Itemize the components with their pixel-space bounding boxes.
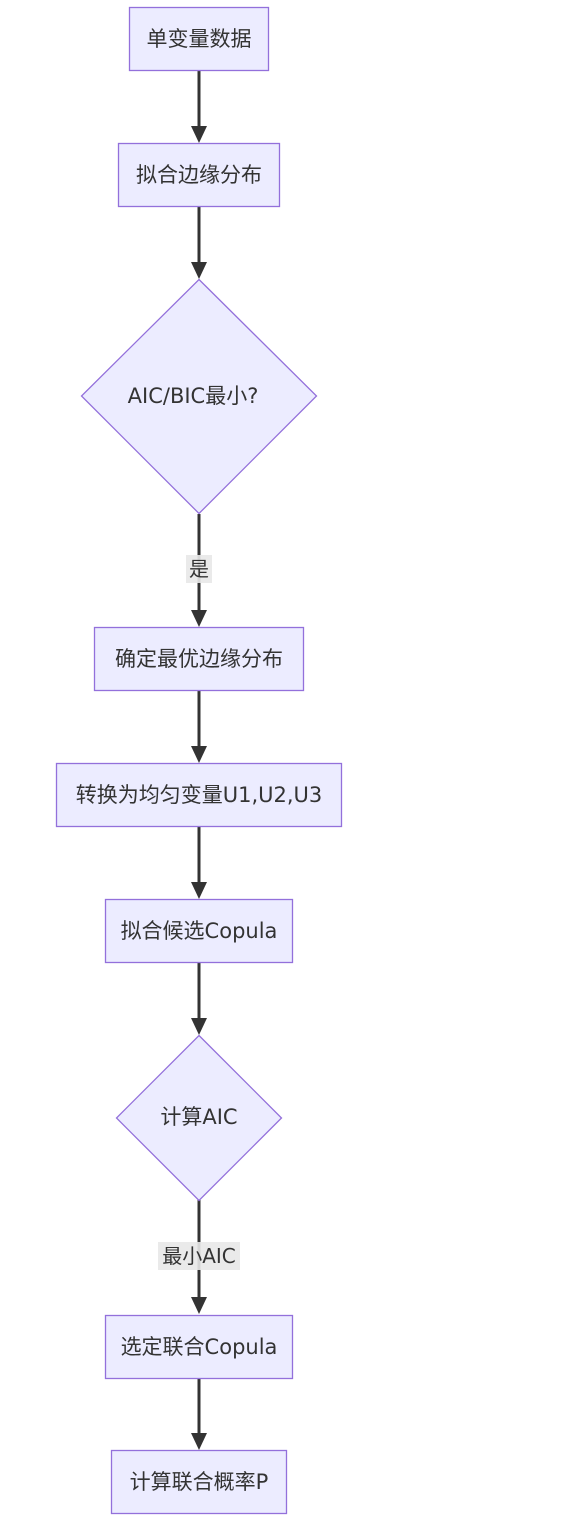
node-label: 计算联合概率P [130,1470,269,1494]
node-box [128,6,270,72]
arrowhead [191,882,207,899]
edge-label-yes: 是 [186,555,212,583]
node-box [110,1449,288,1515]
arrowhead [191,610,207,627]
edge-label-text: 是 [189,557,209,581]
decision-diamond [115,1034,283,1202]
node-box [55,762,343,828]
node-label: 拟合边缘分布 [136,163,262,187]
arrowhead [191,262,207,279]
edge-label-background [186,555,212,583]
node-box [117,142,281,208]
edge-label-text: 最小AIC [162,1244,236,1268]
node-aic-bic-decision: AIC/BIC最小? [80,278,318,515]
node-label: 计算AIC [160,1105,237,1129]
node-label: 选定联合Copula [121,1335,278,1359]
node-label: 单变量数据 [147,27,252,51]
node-box [93,626,305,692]
edge-label-background [158,1242,240,1270]
node-box [104,1314,294,1380]
node-compute-aic-decision: 计算AIC [115,1034,283,1202]
node-label: AIC/BIC最小? [128,384,259,408]
arrowhead [191,126,207,143]
node-label: 拟合候选Copula [121,919,278,943]
arrowhead [191,1018,207,1035]
node-fit-candidate-copula: 拟合候选Copula [104,898,294,964]
node-label: 转换为均匀变量U1,U2,U3 [76,783,323,807]
node-box [104,898,294,964]
arrowhead [191,1297,207,1314]
decision-diamond [80,278,318,515]
arrowhead [191,1433,207,1450]
node-fit-marginal: 拟合边缘分布 [117,142,281,208]
arrowhead [191,746,207,763]
node-label: 确定最优边缘分布 [115,647,283,671]
node-transform-uniform: 转换为均匀变量U1,U2,U3 [55,762,343,828]
edge-label-min-aic: 最小AIC [158,1242,240,1270]
node-select-joint-copula: 选定联合Copula [104,1314,294,1380]
node-univariate-data: 单变量数据 [128,6,270,72]
node-compute-joint-probability: 计算联合概率P [110,1449,288,1515]
node-determine-optimal-marginal: 确定最优边缘分布 [93,626,305,692]
